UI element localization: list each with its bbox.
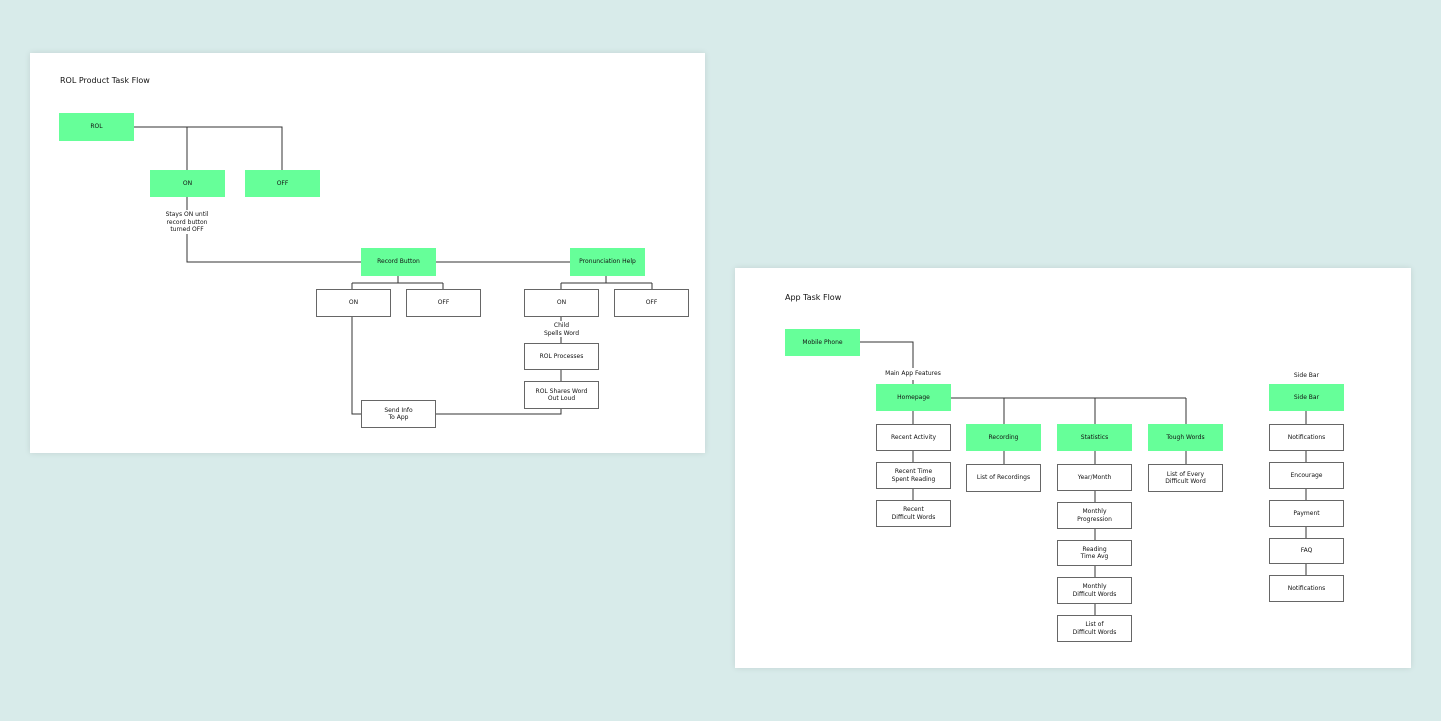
faq-node: FAQ [1269,538,1344,564]
rol-shares-word-node: ROL Shares Word Out Loud [524,381,599,409]
app-flow-title: App Task Flow [785,293,842,302]
rol-branch-line [134,126,283,170]
side-bar-label: Side Bar [1293,372,1320,379]
pronunciation-help-node: Pronunciation Help [570,248,645,276]
rol-node: ROL [59,113,134,141]
main-app-features-label: Main App Features [885,370,941,377]
mobile-phone-node: Mobile Phone [785,329,860,356]
pron-branch-line [560,276,653,289]
record-button-node: Record Button [361,248,436,276]
recent-time-node: Recent Time Spent Reading [876,462,951,489]
phone-to-features-line [860,341,914,368]
statistics-node: Statistics [1057,424,1132,451]
features-branch-line [912,380,1187,424]
payment-node: Payment [1269,500,1344,527]
record-on-node: ON [316,289,391,317]
tough-words-node: Tough Words [1148,424,1223,451]
notifications-node: Notifications [1269,424,1344,451]
on-to-record-line [186,197,361,263]
monthly-difficult-words-node: Monthly Difficult Words [1057,577,1132,604]
child-spells-word-label: Child Spells Word [543,322,580,337]
notifications-bottom-node: Notifications [1269,575,1344,602]
record-off-node: OFF [406,289,481,317]
reading-time-avg-node: Reading Time Avg [1057,540,1132,566]
send-info-node: Send Info To App [361,400,436,428]
list-of-difficult-words-node: List of Difficult Words [1057,615,1132,642]
list-of-recordings-node: List of Recordings [966,464,1041,492]
homepage-node: Homepage [876,384,951,411]
record-branch-line [351,276,444,289]
recording-node: Recording [966,424,1041,451]
side-bar-node: Side Bar [1269,384,1344,411]
rol-flow-title: ROL Product Task Flow [60,76,150,85]
pronunciation-off-node: OFF [614,289,689,317]
year-month-node: Year/Month [1057,464,1132,491]
rol-off-node: OFF [245,170,320,197]
pronunciation-on-node: ON [524,289,599,317]
stays-on-note: Stays ON until record button turned OFF [165,211,209,233]
rol-on-node: ON [150,170,225,197]
encourage-node: Encourage [1269,462,1344,489]
recent-activity-node: Recent Activity [876,424,951,451]
recent-difficult-words-node: Recent Difficult Words [876,500,951,527]
shares-to-send-line [436,409,562,415]
record-on-to-send-line [351,316,361,415]
rol-processes-node: ROL Processes [524,343,599,370]
monthly-progression-node: Monthly Progression [1057,502,1132,529]
list-of-every-difficult-word-node: List of Every Difficult Word [1148,464,1223,492]
